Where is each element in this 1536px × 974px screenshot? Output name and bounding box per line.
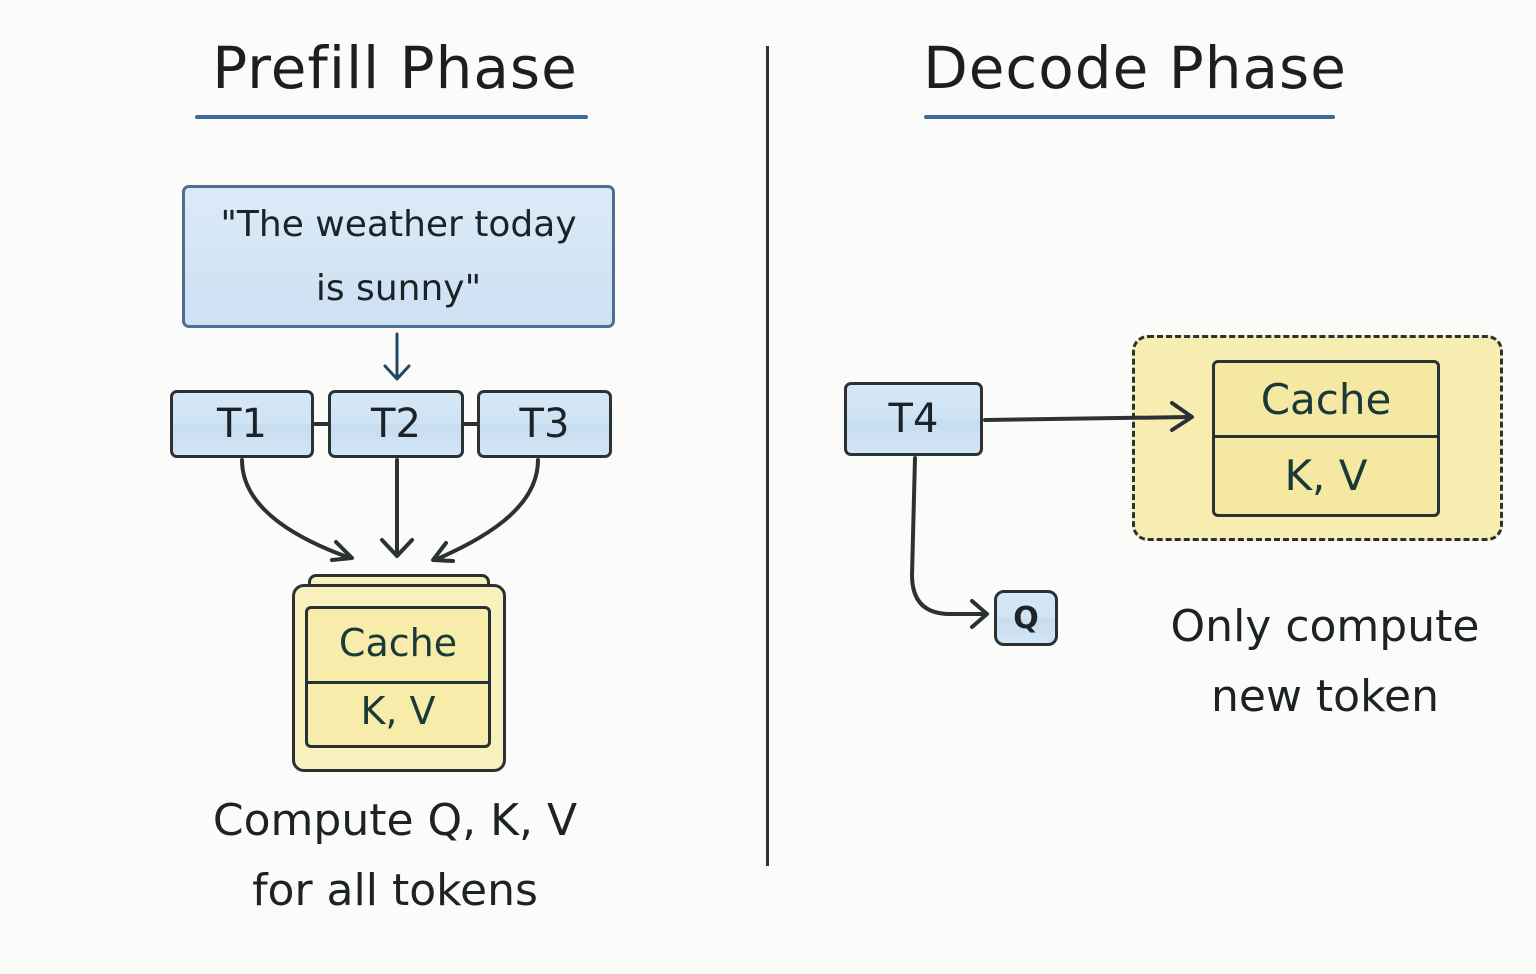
prefill-caption-line-2: for all tokens — [252, 865, 538, 916]
decode-caption: Only compute new token — [1140, 592, 1510, 732]
prefill-cache-label: Cache — [338, 621, 458, 665]
token-t1-label: T1 — [217, 401, 267, 447]
decode-title-underline — [924, 115, 1335, 119]
prompt-line-2: is sunny" — [315, 267, 482, 309]
prefill-caption: Compute Q, K, V for all tokens — [170, 786, 620, 926]
query-box: Q — [994, 590, 1058, 646]
query-label: Q — [1013, 600, 1039, 636]
decode-cache-label: Cache — [1260, 375, 1392, 424]
token-t3-label: T3 — [519, 401, 570, 447]
decode-kv-label: K, V — [1284, 451, 1368, 500]
token-t4-label: T4 — [888, 396, 939, 442]
phase-divider — [766, 46, 769, 866]
token-t4: T4 — [844, 382, 983, 456]
token-t1: T1 — [170, 390, 314, 458]
token-t3: T3 — [477, 390, 612, 458]
decode-caption-line-1: Only compute — [1170, 601, 1480, 652]
t3-to-cache-arrow — [433, 458, 540, 562]
prompt-box: "The weather today is sunny" — [182, 185, 615, 328]
t4-to-query-arrow — [910, 456, 987, 616]
prefill-cache: Cache K, V — [305, 606, 491, 748]
prefill-cache-separator — [308, 681, 488, 684]
decode-caption-line-2: new token — [1211, 671, 1439, 722]
t4-to-cache-arrow — [983, 415, 1192, 422]
prompt-line-1: "The weather today — [220, 203, 577, 245]
prefill-kv-label: K, V — [360, 689, 436, 733]
decode-cache-separator — [1215, 435, 1437, 438]
decode-cache: Cache K, V — [1212, 360, 1440, 517]
prefill-caption-line-1: Compute Q, K, V — [212, 795, 578, 846]
t1-to-cache-arrow — [240, 458, 352, 560]
token-t2-label: T2 — [371, 401, 421, 447]
prefill-title-underline — [195, 115, 588, 119]
prompt-to-tokens-arrow — [383, 332, 411, 381]
prefill-title: Prefill Phase — [212, 34, 578, 102]
decode-title: Decode Phase — [923, 34, 1347, 102]
